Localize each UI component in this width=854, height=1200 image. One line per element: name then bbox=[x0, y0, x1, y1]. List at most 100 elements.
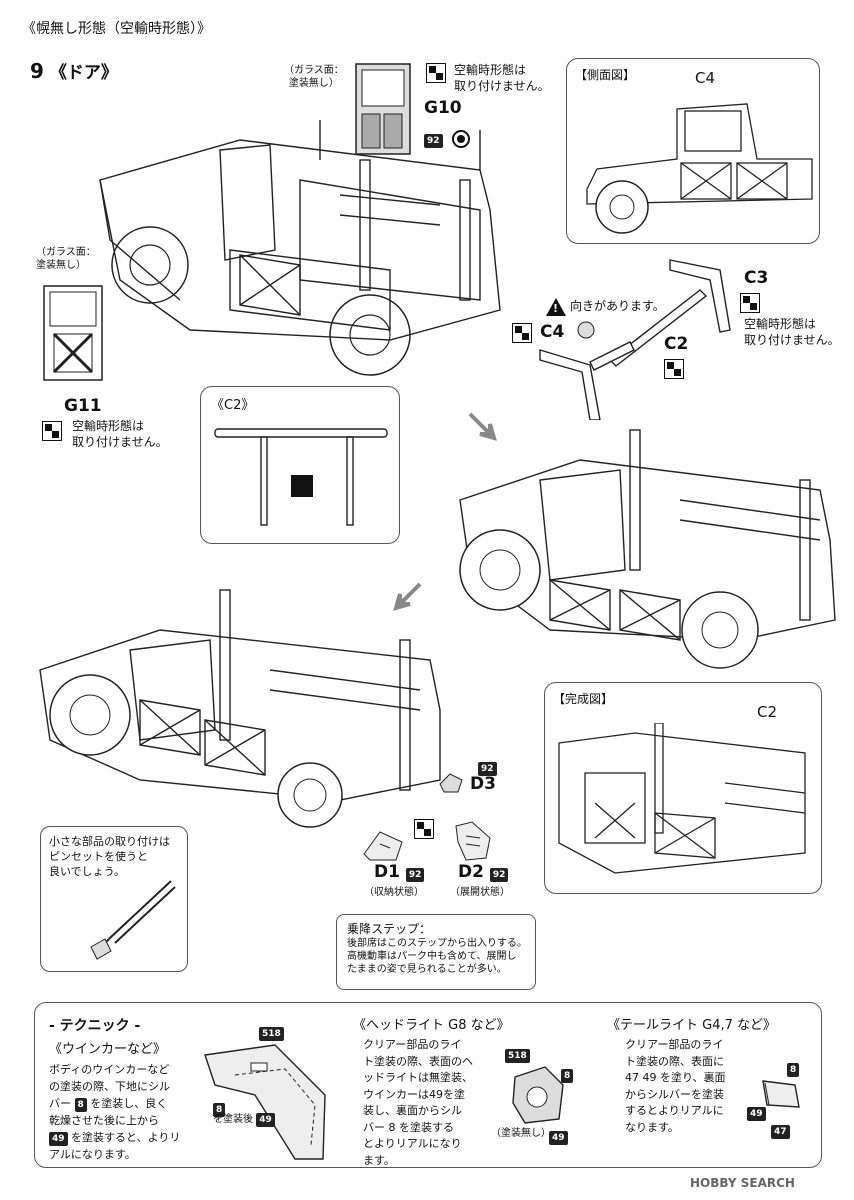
side-view-label: 【側面図】 bbox=[575, 68, 636, 82]
headlight-text: クリアー部品のライ ト塗装の際、表面のヘ ッドライトは無塗装、 ウインカーは49… bbox=[363, 1038, 473, 1167]
d3-part-id: D3 bbox=[470, 774, 496, 794]
tweezer-icon bbox=[90, 880, 176, 960]
paint-chip: 8 bbox=[561, 1069, 574, 1083]
g10-paint: 92 bbox=[424, 128, 470, 148]
watermark: HOBBY SEARCH bbox=[690, 1176, 795, 1190]
round-mark-icon bbox=[451, 129, 470, 148]
headlight-drawing bbox=[512, 1066, 564, 1124]
tweezer-tip-text: 小さな部品の取り付けは ピンセットを使うと 良いでしょう。 bbox=[49, 835, 170, 878]
vehicle-drawing-middle bbox=[459, 429, 836, 669]
c3-airlift-note: 空輸時形態は 取り付けません。 bbox=[744, 317, 840, 348]
side-view-drawing bbox=[586, 103, 813, 234]
headlight-chip-49: 49 bbox=[549, 1125, 568, 1145]
taillight-drawing bbox=[762, 1080, 800, 1108]
d2-state: （展開状態） bbox=[450, 887, 510, 898]
technique-heading: - テクニック - bbox=[49, 1018, 141, 1034]
c3-part-id: C3 bbox=[744, 268, 769, 288]
do-not-attach-icon bbox=[414, 818, 434, 839]
blinker-text-2: を塗装し、良く 乾燥させた後に上から bbox=[49, 1097, 168, 1128]
paint-chip: 8 bbox=[74, 1098, 87, 1113]
direction-warning: 向きがあります。 bbox=[570, 299, 665, 313]
c2-part-drawing bbox=[214, 428, 388, 526]
taillight-chip-47: 47 bbox=[771, 1119, 790, 1139]
paint-chip: 518 bbox=[259, 1027, 284, 1041]
blinker-fig-after: を塗装後 49 bbox=[213, 1113, 275, 1127]
door-g11-drawing bbox=[43, 285, 103, 381]
step-note-box: 乗降ステップ： 後部席はこのステップから出入りする。 高機動車はパーク中も含めて… bbox=[336, 914, 536, 990]
step-number: 9 bbox=[30, 59, 44, 83]
d1-part-id: D1 92 bbox=[374, 862, 425, 882]
complete-view-part-id: C2 bbox=[757, 703, 778, 721]
blinker-fig-518: 518 bbox=[259, 1021, 284, 1041]
do-not-attach-icon bbox=[426, 62, 446, 83]
paint-chip: 49 bbox=[747, 1107, 766, 1121]
paint-chip: 518 bbox=[505, 1049, 530, 1063]
blinker-text: ボディのウインカーなど の塗装の際、下地にシル バー 8 を塗装し、良く 乾燥さ… bbox=[49, 1061, 209, 1163]
step-heading: 9 《ドア》 bbox=[30, 58, 118, 83]
d1-id: D1 bbox=[374, 862, 400, 882]
headlight-title: 《ヘッドライト G8 など》 bbox=[353, 1018, 510, 1033]
vehicle-drawing-lower bbox=[39, 589, 441, 828]
arrow-icon bbox=[393, 582, 422, 611]
side-view-part-id: C4 bbox=[695, 69, 716, 87]
paint-chip: 92 bbox=[405, 868, 425, 882]
paint-chip: 49 bbox=[49, 1132, 68, 1147]
paint-chip: 92 bbox=[489, 868, 509, 882]
headlight-unpainted: （塗装無し） bbox=[491, 1128, 551, 1139]
d2-part-id: D2 92 bbox=[458, 862, 509, 882]
d1-state: （収納状態） bbox=[364, 887, 424, 898]
blinker-title: 《ウインカーなど》 bbox=[49, 1042, 167, 1057]
c4-part-id: C4 bbox=[540, 322, 565, 342]
page-title: 《幌無し形態（空輸時形態）》 bbox=[22, 21, 211, 37]
blinker-text-1: ボディのウインカーなど の塗装の際、下地にシル バー bbox=[49, 1063, 170, 1111]
blinker-fig-8: 8 bbox=[213, 1097, 226, 1117]
c2-detail-label: 《C2》 bbox=[211, 398, 255, 413]
bar-parts-drawing bbox=[539, 259, 731, 420]
c2-part-id: C2 bbox=[664, 334, 689, 354]
do-not-attach-icon bbox=[664, 358, 684, 379]
side-view-box: 【側面図】 C4 bbox=[566, 58, 820, 244]
warning-icon bbox=[546, 296, 566, 316]
g10-glass-note: （ガラス面： 塗装無し） bbox=[284, 65, 344, 89]
paint-chip: 49 bbox=[549, 1131, 568, 1145]
taillight-text: クリアー部品のライ ト塗装の際、表面に 47 49 を塗り、裏面 からシルバーを… bbox=[625, 1038, 726, 1134]
complete-view-label: 【完成図】 bbox=[553, 692, 614, 706]
paint-chip: 47 bbox=[771, 1125, 790, 1139]
g10-airlift-note: 空輸時形態は 取り付けません。 bbox=[454, 63, 550, 94]
technique-box: - テクニック - 《ウインカーなど》 ボディのウインカーなど の塗装の際、下地… bbox=[34, 1002, 822, 1168]
headlight-chip-518: 518 bbox=[505, 1043, 530, 1063]
do-not-attach-icon bbox=[512, 322, 532, 343]
taillight-chip-49: 49 bbox=[747, 1101, 766, 1121]
tweezer-tip-box: 小さな部品の取り付けは ピンセットを使うと 良いでしょう。 bbox=[40, 826, 188, 972]
step-note-body: 後部席はこのステップから出入りする。 高機動車はパーク中も含めて、展開し たまま… bbox=[347, 938, 527, 975]
paint-chip: 92 bbox=[478, 762, 497, 776]
fender-drawing bbox=[204, 1044, 326, 1160]
arrow-icon bbox=[468, 412, 497, 441]
part-d3-drawing bbox=[439, 773, 463, 793]
g11-airlift-note: 空輸時形態は 取り付けません。 bbox=[72, 419, 168, 450]
blinker-text-3: を塗装すると、よりリ アルになります。 bbox=[49, 1131, 181, 1162]
g10-part-id: G10 bbox=[424, 98, 462, 118]
paint-chip: 92 bbox=[424, 134, 443, 148]
headlight-chip-8: 8 bbox=[561, 1063, 574, 1083]
complete-view-box: 【完成図】 C2 bbox=[544, 682, 822, 894]
complete-view-drawing bbox=[558, 723, 806, 874]
do-not-attach-icon bbox=[42, 420, 62, 441]
paint-chip: 8 bbox=[787, 1063, 800, 1077]
g11-part-id: G11 bbox=[64, 396, 102, 416]
step-note-title: 乗降ステップ： bbox=[347, 922, 432, 936]
paint-chip: 8 bbox=[213, 1103, 226, 1117]
paint-chip: 49 bbox=[256, 1113, 275, 1127]
do-not-attach-icon bbox=[740, 292, 760, 313]
taillight-title: 《テールライト G4,7 など》 bbox=[607, 1018, 777, 1033]
step-title: 《ドア》 bbox=[49, 63, 118, 83]
door-g10-drawing bbox=[355, 63, 411, 155]
c2-detail-box: 《C2》 bbox=[200, 386, 400, 544]
d2-id: D2 bbox=[458, 862, 484, 882]
g11-glass-note: （ガラス面： 塗装無し） bbox=[36, 247, 96, 271]
blinker-after-label: を塗装後 bbox=[213, 1114, 253, 1125]
taillight-chip-8: 8 bbox=[787, 1057, 800, 1077]
part-d2-drawing bbox=[455, 821, 491, 861]
part-d1-drawing bbox=[363, 831, 403, 861]
d3-paint: 92 bbox=[478, 756, 497, 776]
